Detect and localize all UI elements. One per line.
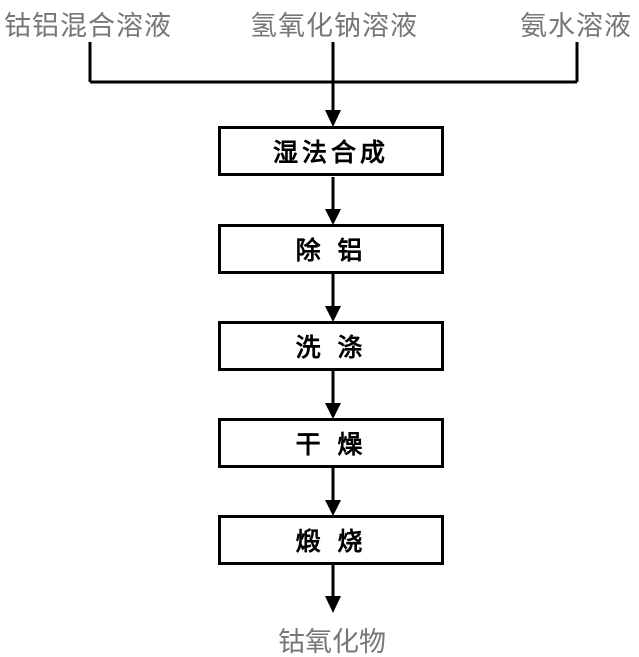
- input-sodium-hydroxide-solution: 氢氧化钠溶液: [250, 11, 418, 42]
- step-drying: 干 燥: [218, 418, 444, 468]
- step-aluminum-removal: 除 铝: [218, 224, 444, 274]
- step-washing: 洗 涤: [218, 321, 444, 371]
- input-ammonia-solution: 氨水溶液: [520, 11, 632, 42]
- output-cobalt-oxide: 钴氧化物: [278, 627, 386, 657]
- input-cobalt-aluminum-solution: 钴铝混合溶液: [4, 11, 172, 42]
- step-calcination: 煅 烧: [218, 515, 444, 565]
- step-wet-synthesis: 湿法合成: [218, 126, 444, 176]
